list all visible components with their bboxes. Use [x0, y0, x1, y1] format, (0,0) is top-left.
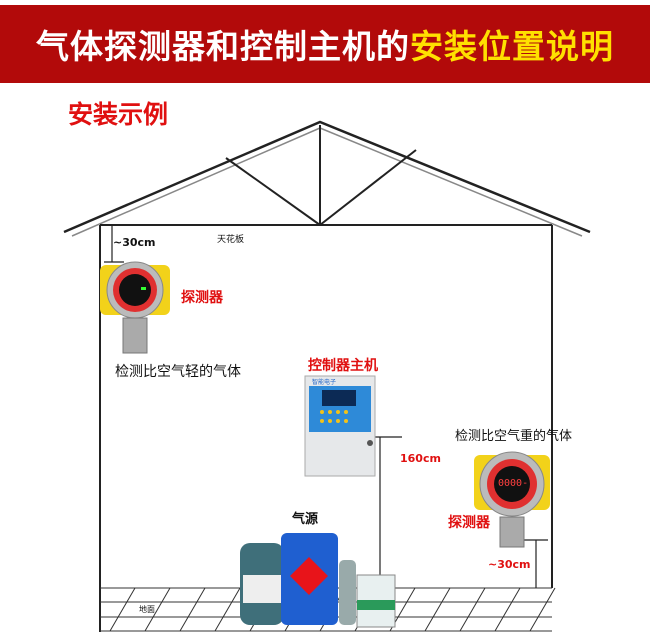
title-yellow: 安装位置说明: [410, 27, 614, 66]
bottom-distance: ~30cm: [488, 558, 531, 571]
top-detector-label: 探测器: [181, 290, 223, 306]
floor-hatch: [424, 587, 451, 632]
controller-image: [304, 375, 376, 477]
floor-label: 地面: [139, 605, 155, 614]
bottom-detector-note: 检测比空气重的气体: [455, 429, 573, 444]
title-banner: 气体探测器和控制主机的安装位置说明: [0, 5, 650, 83]
gas-source-label: 气源: [292, 512, 319, 527]
top-distance: ~30cm: [113, 236, 156, 249]
section-title: 安装示例: [68, 100, 169, 129]
bottom-detector-label: 探测器: [448, 515, 490, 531]
dimension-lines: [104, 226, 548, 588]
floor-hatch: [179, 587, 206, 632]
title-white: 气体探测器和控制主机的: [36, 27, 410, 66]
controller-label: 控制器主机: [308, 358, 378, 374]
bottom-detector-image: [474, 451, 550, 548]
top-detector-note: 检测比空气轻的气体: [115, 364, 241, 380]
floor-hatch: [144, 587, 171, 632]
truss: [100, 125, 552, 226]
floor-hatch: [459, 587, 486, 632]
top-detector-image: [100, 261, 170, 354]
gas-source-image: [240, 533, 396, 628]
bottom-detector-display: 0000-: [498, 478, 529, 489]
floor-hatch: [109, 587, 136, 632]
floor-hatch: [214, 587, 241, 632]
controller-height: 160cm: [400, 452, 441, 465]
ceiling-label: 天花板: [217, 235, 245, 245]
floor-hatch: [529, 587, 556, 632]
controller-brand: 智能电子: [312, 379, 337, 386]
floor-hatch: [494, 587, 521, 632]
